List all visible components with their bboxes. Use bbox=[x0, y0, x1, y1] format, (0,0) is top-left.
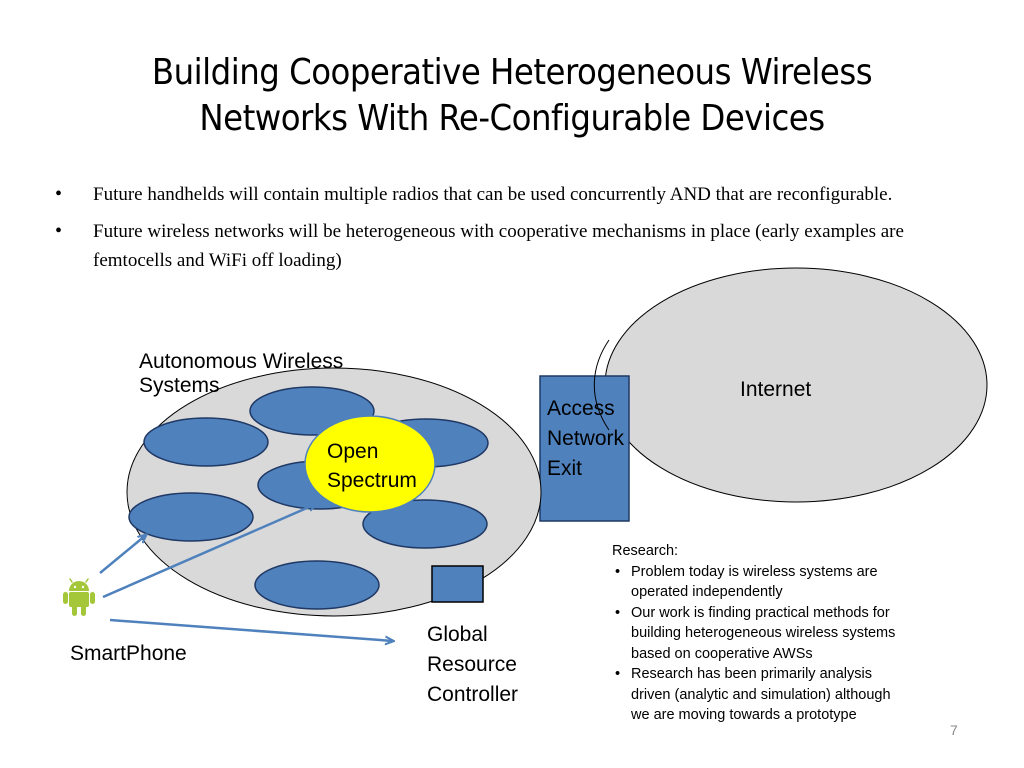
research-bullet: • bbox=[615, 666, 621, 682]
title-line-2: Networks With Re-Configurable Devices bbox=[199, 98, 825, 139]
research-item: • Research has been primarily analysis d… bbox=[612, 664, 972, 726]
research-item-line: Research has been primarily analysis bbox=[631, 666, 872, 682]
arrow-to-open-spectrum bbox=[102, 504, 316, 599]
access-exit-label-line: Exit bbox=[547, 457, 583, 480]
slide-title: Building Cooperative Heterogeneous Wirel… bbox=[60, 50, 964, 142]
wireless-system-ellipse bbox=[128, 492, 254, 542]
internet-label: Internet bbox=[740, 378, 812, 401]
wireless-system-ellipse bbox=[362, 499, 488, 549]
research-item-line: Our work is finding practical methods fo… bbox=[631, 604, 890, 621]
open-spectrum-label: Open Spectrum bbox=[327, 437, 417, 495]
page-number: 7 bbox=[950, 722, 958, 738]
bullet-text: Future handhelds will contain multiple r… bbox=[93, 184, 893, 205]
access-exit-label-line: Access bbox=[547, 397, 615, 420]
wireless-system-ellipse bbox=[254, 560, 380, 610]
grc-label-line: Controller bbox=[427, 683, 519, 706]
open-spectrum-ellipse bbox=[304, 415, 436, 513]
research-notes: Research: • Problem today is wireless sy… bbox=[612, 541, 972, 726]
research-item-line: building heterogeneous wireless systems bbox=[631, 625, 896, 641]
bullet-list: • Future handhelds will contain multiple… bbox=[55, 180, 955, 283]
bullet-item: • Future handhelds will contain multiple… bbox=[55, 180, 955, 209]
research-item: • Problem today is wireless systems are … bbox=[612, 562, 972, 603]
android-robot-icon bbox=[63, 578, 95, 616]
research-item-line: Problem today is wireless systems are bbox=[631, 563, 878, 580]
arrow-to-global-controller bbox=[109, 618, 393, 641]
aws-label-line: Autonomous Wireless bbox=[139, 350, 344, 373]
bullet-item: • Future wireless networks will be heter… bbox=[55, 217, 955, 275]
research-list: • Problem today is wireless systems are … bbox=[612, 562, 972, 726]
arrow-to-wireless-system bbox=[99, 535, 146, 574]
bullet-dot: • bbox=[55, 220, 63, 242]
aws-label: Autonomous Wireless Systems bbox=[139, 350, 343, 398]
access-network-exit-label: Access Network Exit bbox=[547, 394, 624, 484]
research-bullet: • bbox=[615, 604, 621, 621]
bullet-dot: • bbox=[55, 183, 63, 205]
title-line-1: Building Cooperative Heterogeneous Wirel… bbox=[151, 52, 873, 93]
research-bullet: • bbox=[615, 563, 621, 580]
global-resource-controller-label: Global Resource Controller bbox=[427, 620, 518, 710]
grc-label-line: Resource bbox=[427, 653, 517, 676]
research-item: • Our work is finding practical methods … bbox=[612, 603, 972, 665]
research-item-line: we are moving towards a prototype bbox=[631, 707, 857, 723]
internet-ellipse-edge bbox=[593, 339, 610, 431]
access-network-exit-box bbox=[539, 375, 630, 522]
bullet-text: Future wireless networks will be heterog… bbox=[93, 221, 904, 271]
smartphone-label: SmartPhone bbox=[70, 642, 187, 665]
open-spectrum-label-line: Spectrum bbox=[327, 469, 417, 492]
aws-label-line: Systems bbox=[139, 374, 220, 397]
access-exit-label-line: Network bbox=[547, 427, 625, 450]
wireless-system-ellipse bbox=[143, 417, 269, 467]
grc-label-line: Global bbox=[427, 623, 488, 646]
research-item-line: operated independently bbox=[631, 584, 783, 600]
research-heading: Research: bbox=[612, 543, 679, 559]
global-resource-controller-box bbox=[431, 565, 484, 603]
open-spectrum-label-line: Open bbox=[327, 440, 379, 463]
research-item-line: driven (analytic and simulation) althoug… bbox=[631, 686, 891, 703]
research-item-line: based on cooperative AWSs bbox=[631, 645, 813, 662]
